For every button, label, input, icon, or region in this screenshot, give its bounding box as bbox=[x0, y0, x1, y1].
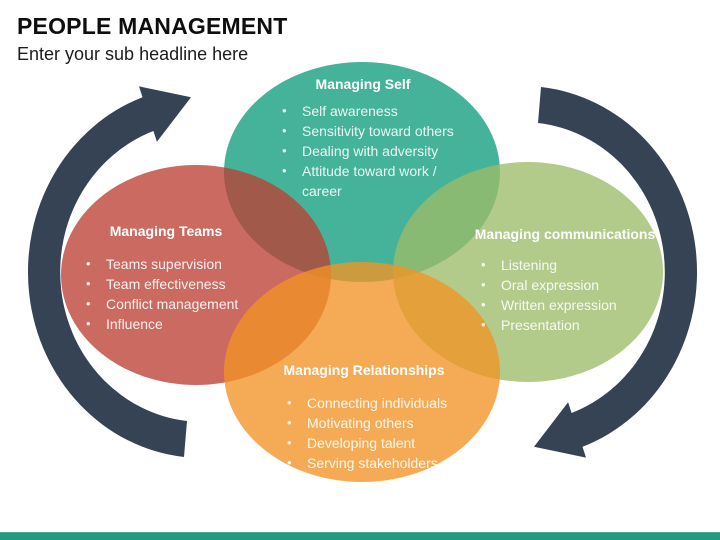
bullet-item: Attitude toward work / career bbox=[280, 161, 458, 201]
bullet-item: Influence bbox=[84, 314, 294, 334]
bullet-item: Listening bbox=[479, 255, 689, 275]
curved-arrow-left-icon bbox=[27, 86, 191, 458]
bullet-item: Written expression bbox=[479, 295, 689, 315]
bubble-list-managing-communications: ListeningOral expressionWritten expressi… bbox=[479, 255, 689, 335]
bullet-item: Oral expression bbox=[479, 275, 689, 295]
bullet-item: Sensitivity toward others bbox=[280, 121, 458, 141]
page-subtitle: Enter your sub headline here bbox=[17, 44, 249, 64]
bubble-title-managing-relationships: Managing Relationships bbox=[283, 362, 445, 378]
bullet-item: Conflict management bbox=[84, 294, 294, 314]
accent-bar bbox=[0, 532, 720, 540]
bullet-item: Team effectiveness bbox=[84, 274, 294, 294]
bullet-item: Self awareness bbox=[280, 101, 458, 121]
bullet-item: Serving stakeholders bbox=[285, 453, 500, 473]
bubble-title-managing-communications: Managing communications bbox=[474, 226, 656, 242]
curved-arrow-right-icon bbox=[534, 87, 698, 458]
bullet-item: Presentation bbox=[479, 315, 689, 335]
bullet-item: Teams supervision bbox=[84, 254, 294, 274]
bubble-title-managing-teams: Managing Teams bbox=[109, 223, 223, 239]
bullet-item: Connecting individuals bbox=[285, 393, 500, 413]
bullet-item: Dealing with adversity bbox=[280, 141, 458, 161]
bubble-list-managing-relationships: Connecting individualsMotivating othersD… bbox=[285, 393, 500, 473]
bubble-title-managing-self: Managing Self bbox=[315, 76, 411, 92]
bubble-list-managing-teams: Teams supervisionTeam effectivenessConfl… bbox=[84, 254, 294, 334]
page-title: PEOPLE MANAGEMENT bbox=[17, 13, 288, 39]
bubble-list-managing-self: Self awarenessSensitivity toward othersD… bbox=[280, 101, 458, 201]
bullet-item: Motivating others bbox=[285, 413, 500, 433]
bullet-item: Developing talent bbox=[285, 433, 500, 453]
